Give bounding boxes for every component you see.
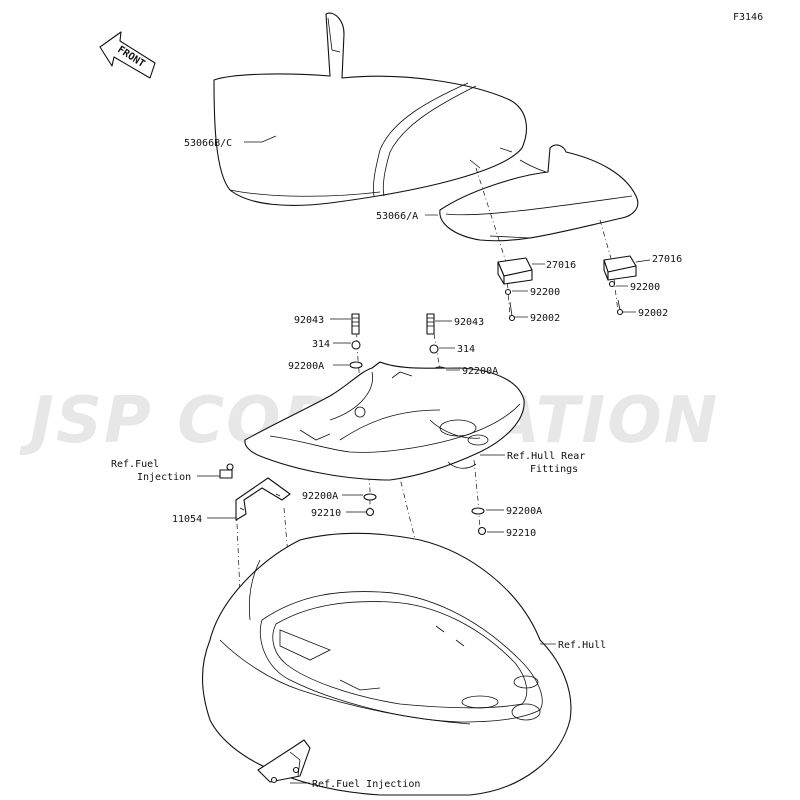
washer-a-left-top-drawing [349,361,363,369]
callout-seat-rear: 53066/A [376,211,418,222]
nut-left-drawing [365,507,375,517]
callout-spacer-left: 314 [312,339,330,350]
callout-bumper-right: 27016 [652,254,682,265]
callout-bolt-left: 92002 [530,313,560,324]
callout-ref-hull-rear-2: Fittings [530,464,578,475]
bolt-right-drawing [616,299,624,316]
front-arrow: FRONT [99,31,156,79]
callout-ref-fuel-bottom: Ref.Fuel Injection [312,779,420,790]
washer-right-drawing [608,280,616,288]
nut-right-drawing [477,526,487,536]
bumper-left-drawing [497,257,533,285]
callout-bracket: 11054 [172,514,202,525]
callout-stud-right: 92043 [454,317,484,328]
callout-washer-a-right-bottom: 92200A [506,506,542,517]
fuel-injection-bolt-drawing [219,463,234,479]
hull-drawing [201,532,572,796]
callout-bolt-right: 92002 [638,308,668,319]
washer-a-right-bottom-drawing [471,507,485,515]
bolt-left-drawing [508,301,516,322]
callout-seat-front: 53066B/C [184,138,232,149]
callout-washer-right: 92200 [630,282,660,293]
stud-left-drawing [351,313,360,335]
callout-nut-left: 92210 [311,508,341,519]
callout-ref-hull-rear-1: Ref.Hull Rear [507,451,585,462]
callout-washer-a-left-top: 92200A [288,361,324,372]
front-seat-drawing [213,12,528,206]
lower-fuel-bracket-drawing [257,739,311,784]
callout-ref-fuel-2: Injection [137,472,191,483]
callout-spacer-right: 314 [457,344,475,355]
bumper-right-drawing [603,255,637,281]
rear-seat-drawing [439,144,639,242]
callout-nut-right: 92210 [506,528,536,539]
figure-code: F3146 [733,12,763,23]
callout-bumper-left: 27016 [546,260,576,271]
callout-washer-a-left-bottom: 92200A [302,491,338,502]
stud-right-drawing [426,313,435,335]
callout-ref-fuel-1: Ref.Fuel [111,459,159,470]
spacer-left-drawing [351,340,361,350]
callout-washer-a-right-top: 92200A [462,366,498,377]
bracket-drawing [235,477,291,521]
hull-rear-fittings-drawing [244,361,525,481]
callout-ref-hull: Ref.Hull [558,640,606,651]
callout-washer-left: 92200 [530,287,560,298]
washer-left-drawing [504,288,512,296]
callout-stud-left: 92043 [294,315,324,326]
spacer-right-drawing [429,344,439,354]
washer-a-left-bottom-drawing [363,493,377,501]
